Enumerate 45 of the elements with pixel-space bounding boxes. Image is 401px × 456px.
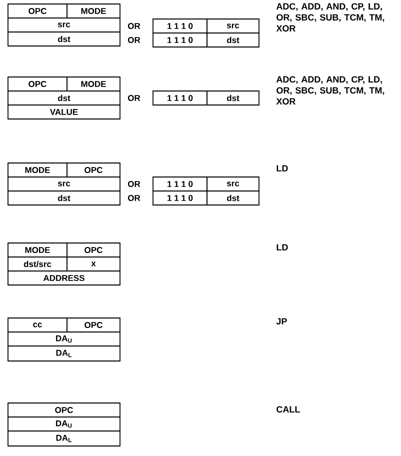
table-cell: dst: [206, 190, 260, 206]
table-cell: MODE: [66, 4, 120, 18]
table-cell: OPC: [8, 76, 68, 92]
table-cell: dst: [8, 190, 120, 206]
table-cell: dst: [206, 32, 260, 48]
table-cell: DA$_{U}$: [8, 332, 120, 346]
table-cell: ADDRESS: [8, 270, 120, 286]
table-cell: src: [206, 18, 260, 34]
table-cell: x: [66, 256, 120, 272]
table-cell: src: [8, 18, 120, 32]
table-cell: dst: [8, 32, 120, 46]
table-cell: OPC: [8, 4, 68, 18]
table-cell: 1 1 1 0: [152, 18, 208, 34]
table-cell: dst: [206, 90, 260, 106]
table-cell: 1 1 1 0: [152, 190, 208, 206]
instruction-list: ADC, ADD, AND, CP, LD, OR, SBC, SUB, TCM, TM, XOR: [276, 3, 384, 32]
table-cell: OPC: [66, 162, 120, 178]
instruction-label: CALL: [276, 406, 300, 413]
table-cell: MODE: [8, 162, 68, 178]
table-cell: dst: [8, 90, 120, 106]
table-cell: 1 1 1 0: [152, 90, 208, 106]
instruction-label: JP: [276, 318, 287, 324]
or-label: OR: [128, 95, 140, 101]
table-cell: DA$_{U}$: [8, 416, 120, 432]
or-label: OR: [128, 195, 140, 201]
instruction-label: LD: [276, 244, 288, 250]
table-cell: cc: [8, 318, 68, 332]
or-label: OR: [128, 181, 140, 187]
table-cell: 1 1 1 0: [152, 176, 208, 192]
instruction-label: LD: [276, 165, 288, 172]
instruction-list: ADC, ADD, AND, CP, LD, OR, SBC, SUB, TCM, TM, XOR: [276, 76, 384, 105]
table-cell: OPC: [8, 402, 120, 418]
or-label: OR: [128, 37, 140, 44]
table-cell: OPC: [66, 242, 120, 258]
table-cell: src: [8, 176, 120, 192]
table-cell: DA$_{L}$: [8, 430, 120, 446]
table-cell: dst/src: [8, 256, 68, 272]
table-cell: DA$_{L}$: [8, 346, 120, 362]
table-cell: OPC: [66, 318, 120, 332]
table-cell: MODE: [66, 76, 120, 92]
table-cell: src: [206, 176, 260, 192]
or-label: OR: [128, 23, 140, 30]
table-cell: MODE: [8, 242, 68, 258]
table-cell: VALUE: [8, 104, 120, 120]
table-cell: 1 1 1 0: [152, 32, 208, 48]
